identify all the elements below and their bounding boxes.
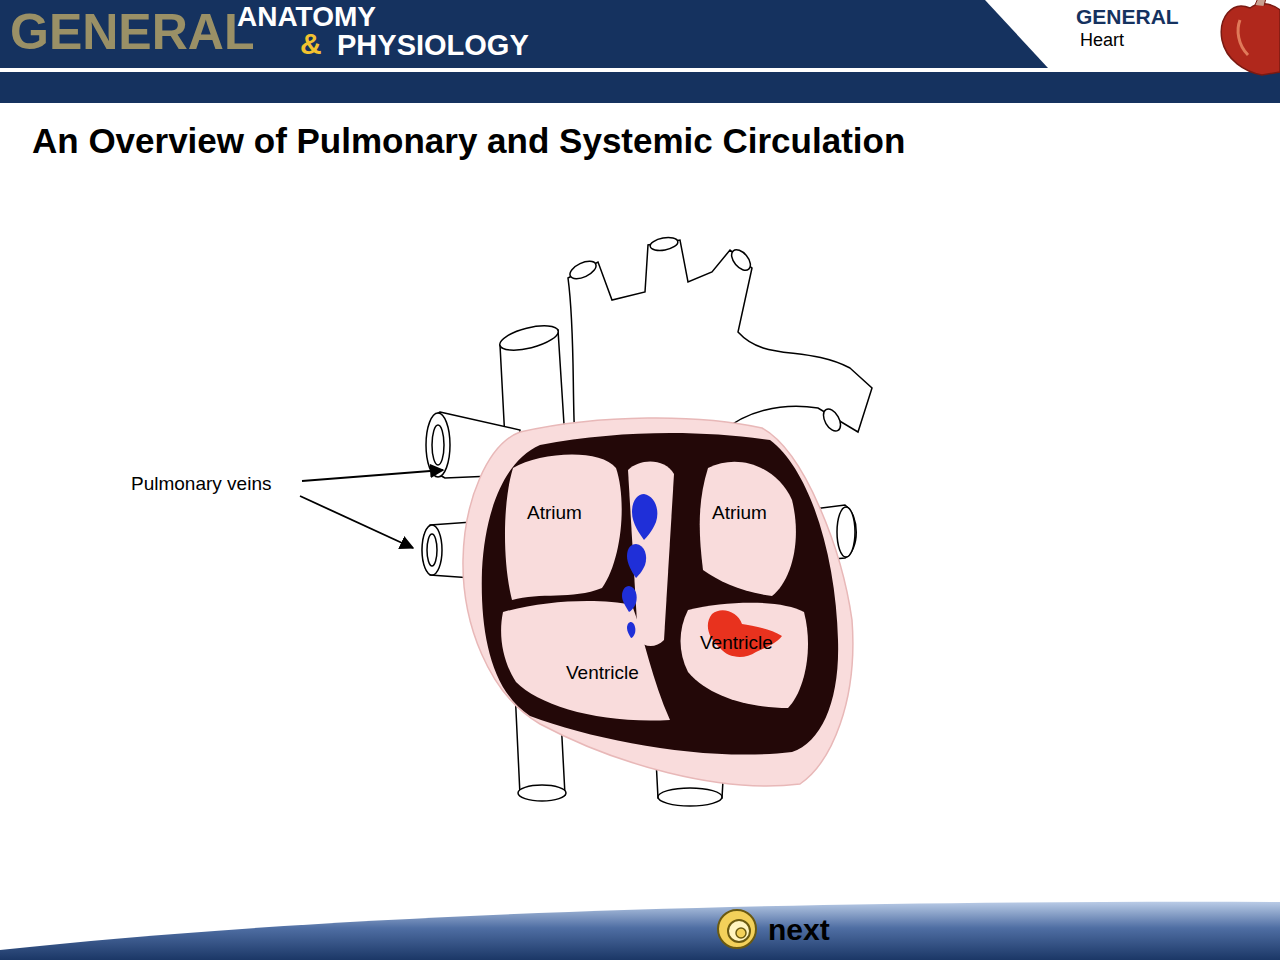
chamber-label: Ventricle	[566, 662, 639, 684]
topic-name: Heart	[1080, 30, 1124, 51]
chamber-label: Atrium	[527, 502, 582, 524]
next-icon	[718, 910, 756, 948]
blood-drops	[622, 494, 657, 638]
chamber-label: Ventricle	[700, 632, 773, 654]
heart-icon	[1221, 0, 1280, 75]
header-line	[0, 69, 1280, 72]
part-label: Pulmonary veins	[131, 473, 271, 495]
footer-band	[0, 902, 1280, 960]
slide-title: An Overview of Pulmonary and Systemic Ci…	[32, 121, 905, 161]
header-band	[0, 0, 1048, 68]
brand-word: GENERAL	[10, 4, 254, 62]
header-stripe	[0, 72, 1280, 103]
chambers	[501, 454, 808, 720]
brand-word: PHYSIOLOGY	[337, 29, 529, 62]
heart-wall	[482, 433, 838, 755]
heart-body	[463, 418, 853, 786]
vessels	[422, 236, 872, 806]
section-name: GENERAL	[1076, 5, 1179, 29]
leader-line	[300, 496, 413, 548]
nav-button: next	[768, 913, 830, 948]
chamber-label: Atrium	[712, 502, 767, 524]
leader-line	[302, 470, 443, 481]
brand-ampersand: &	[300, 27, 322, 62]
